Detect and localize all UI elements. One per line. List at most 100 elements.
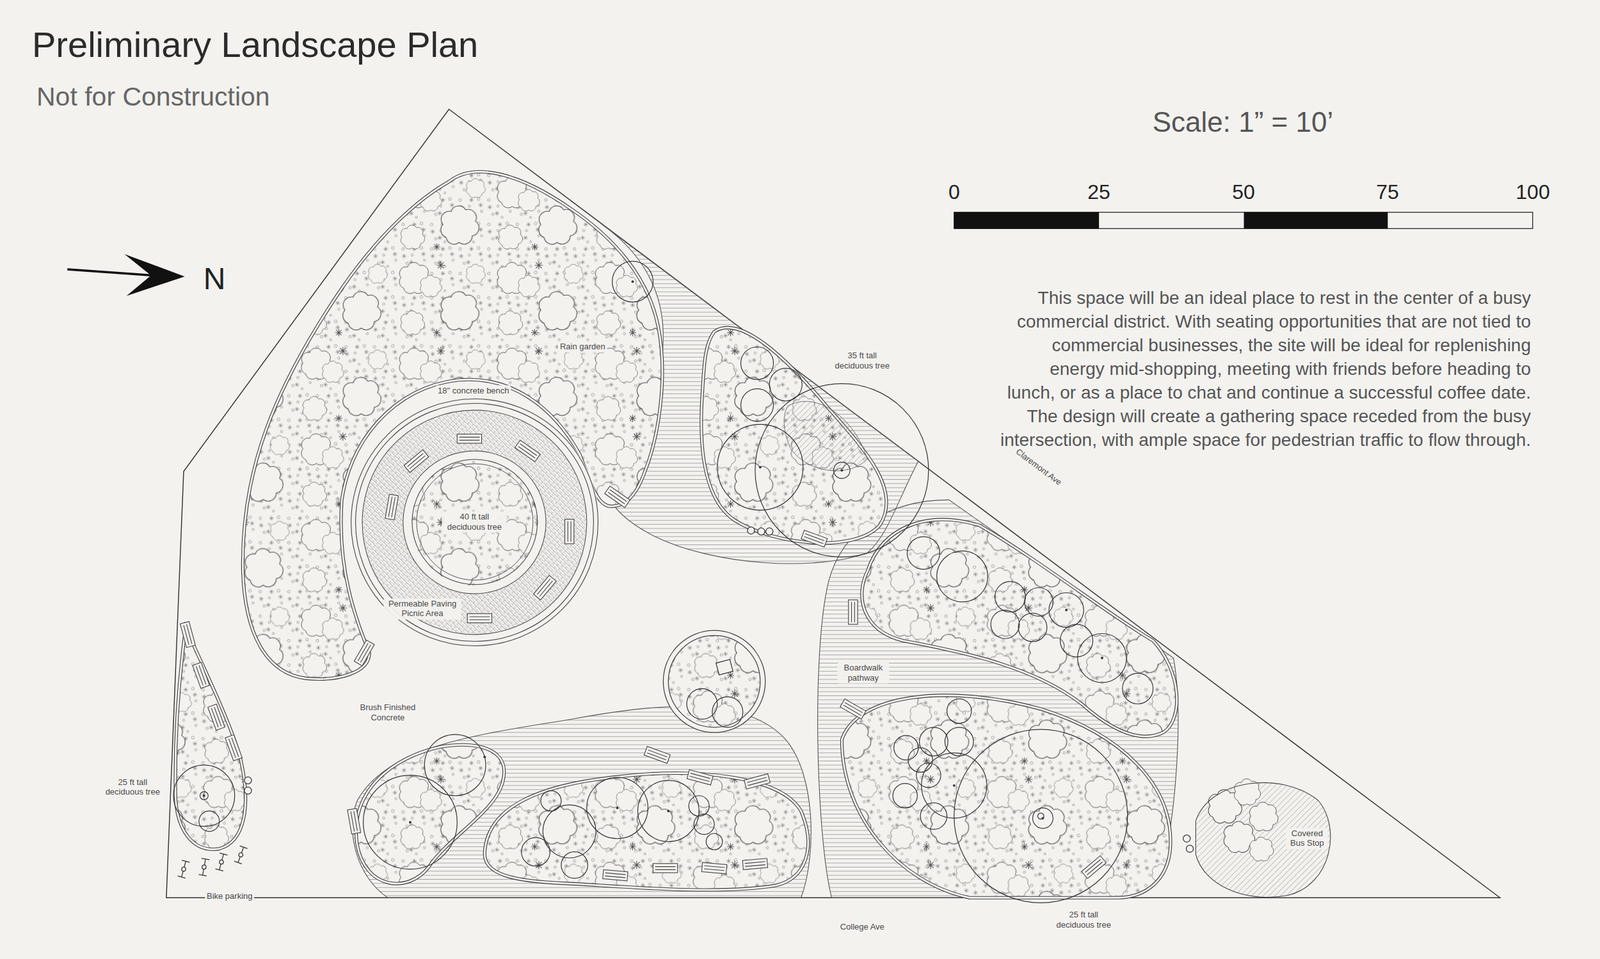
trees (173, 261, 1154, 904)
tree-dot (408, 821, 412, 824)
planter-rim (663, 630, 765, 733)
feature-label: 18" concrete bench (435, 385, 512, 397)
bollard (766, 528, 774, 536)
tree (712, 696, 744, 728)
bike-rack (177, 860, 191, 879)
tree (741, 346, 774, 380)
bench (848, 600, 858, 625)
node-label: Covered Bus Stop (1285, 828, 1328, 850)
tree-dot (952, 784, 956, 788)
tree (1037, 813, 1044, 820)
north-arrow-shaft (67, 269, 153, 276)
tree-dot (759, 465, 762, 469)
bench (840, 698, 866, 720)
scale-tick: 100 (1515, 180, 1550, 205)
north-arrow (67, 254, 185, 296)
planter-fixture (716, 659, 734, 676)
planting-bed (355, 744, 504, 884)
tree-dots (202, 280, 1104, 824)
tree (990, 610, 1020, 640)
scale-note: Scale: 1” = 10’ (1152, 106, 1334, 139)
tree-dot (631, 280, 635, 283)
north-label: N (203, 261, 226, 297)
tree (906, 536, 940, 570)
hatched-planting (784, 401, 868, 471)
tree (200, 791, 209, 800)
tree (936, 551, 989, 603)
bench (602, 869, 628, 882)
bike-rack (215, 853, 228, 872)
tree (612, 261, 654, 303)
bus-stop-hatch (1196, 783, 1331, 898)
bench (515, 440, 541, 463)
tree-dot (616, 807, 619, 810)
tree (1032, 808, 1054, 829)
tree (1077, 633, 1128, 683)
bollard (1185, 845, 1193, 853)
bus-stop: Covered Bus Stop (1191, 771, 1337, 902)
bollard (244, 787, 252, 795)
tree-dot (1100, 657, 1104, 660)
tree (693, 814, 715, 835)
tree (586, 777, 649, 840)
bench (744, 774, 771, 790)
bench (179, 622, 196, 649)
scale-tick: 25 (1087, 180, 1111, 205)
scale-bar-block (1244, 212, 1389, 230)
scale-bar-block (954, 212, 1099, 230)
picnic-paving (350, 398, 600, 648)
tree (1048, 592, 1084, 628)
paving-ring (362, 410, 587, 635)
subtitle: Not for Construction (36, 81, 271, 112)
tree-dot (666, 810, 670, 813)
tree-label: 25 ft tall deciduous tree (100, 776, 166, 799)
description: This space will be an ideal place to res… (999, 286, 1531, 452)
tree (741, 389, 774, 422)
scale-bar-frame (954, 212, 1533, 230)
bench (564, 519, 574, 544)
bench (604, 486, 631, 509)
scale-tick: 75 (1376, 180, 1400, 205)
street-label: College Ave (838, 922, 887, 934)
tree (944, 727, 974, 757)
tree (920, 803, 947, 830)
bench (225, 734, 243, 761)
tree (1018, 613, 1048, 642)
tree (1060, 624, 1094, 658)
site-boundary (166, 109, 1501, 898)
bench (801, 530, 828, 548)
bus-stop-ground (1196, 778, 1331, 898)
north-arrow-head (124, 254, 185, 296)
tree (833, 462, 851, 479)
bench (467, 613, 492, 623)
benches (179, 434, 1106, 882)
bollard (747, 527, 755, 535)
tree-dot (202, 794, 206, 798)
tree-canopy (954, 729, 1128, 904)
round-planter (663, 630, 765, 733)
bench (347, 808, 361, 835)
street-label: Claremont Ave (1011, 445, 1065, 490)
node-label: 40 ft tall deciduous tree (442, 512, 507, 534)
tree (688, 796, 710, 817)
bike-rack (234, 846, 248, 864)
tree (919, 727, 949, 757)
tree (916, 763, 941, 788)
bench (1081, 856, 1107, 880)
tree-dot (840, 469, 843, 472)
area-label: Brush Finished Concrete (355, 702, 420, 724)
boardwalk-area (817, 499, 1179, 898)
tree (1122, 673, 1154, 704)
tree (717, 424, 804, 511)
bench (192, 662, 210, 689)
scale-tick: 50 (1232, 180, 1256, 205)
bike-racks (177, 846, 248, 879)
bench (652, 864, 678, 873)
tree-label: 35 ft tall deciduous tree (830, 350, 895, 372)
tree (995, 581, 1026, 613)
bollards (244, 527, 1194, 854)
tree (424, 734, 486, 797)
tree (947, 698, 972, 724)
